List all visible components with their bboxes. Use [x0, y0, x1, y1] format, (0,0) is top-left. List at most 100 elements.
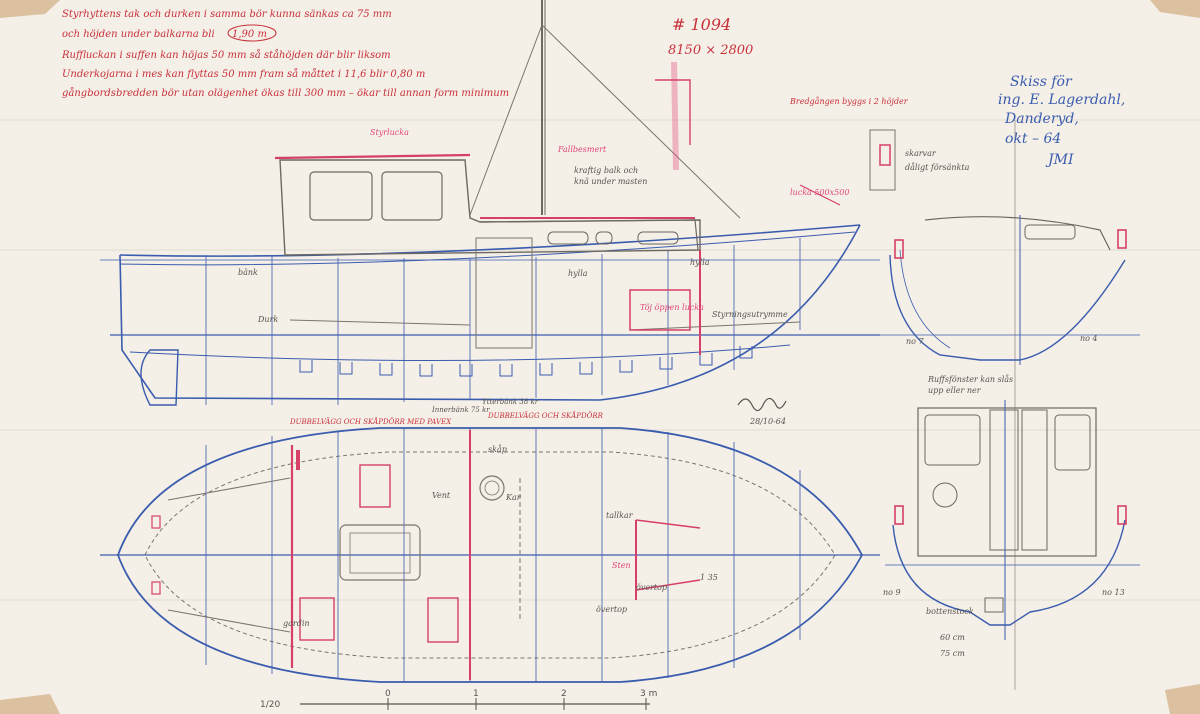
label-toj: Töj öppen lucka [640, 303, 704, 312]
label-bredgangen: Bredgången byggs i 2 höjder [789, 97, 909, 106]
label-section-9: no 9 [883, 588, 901, 597]
label-vent: Vent [432, 491, 451, 500]
paper-guides [0, 119, 1200, 601]
label-innerbank: Innerbänk 75 kr [431, 406, 490, 414]
label-dubbelvagg-1: DUBBELVÄGG OCH SKÅPDÖRR MED PAVEX [289, 417, 452, 426]
label-date: 28/10-64 [749, 417, 786, 426]
note-line-3: Ruffluckan i suffen kan höjas 50 mm så s… [61, 49, 391, 61]
label-skap: skåp [488, 445, 507, 454]
table [339, 524, 421, 581]
note-line-2: och höjden under balkarna bli [62, 29, 215, 40]
label-bottenstock: bottenstock [926, 607, 974, 616]
drawing-dimensions: 8150 × 2800 [668, 43, 753, 58]
tape-top-right [1150, 0, 1200, 18]
label-skarvar-2: dåligt försänkta [905, 163, 970, 172]
scale-ratio: 1/20 [260, 700, 280, 710]
label-durk: Durk [257, 315, 278, 324]
label-1-35: 1 35 [700, 573, 718, 582]
hatch-pink [629, 289, 691, 331]
profile-view [100, 0, 1016, 690]
section-cabin-top [924, 216, 1111, 251]
porthole-3 [637, 231, 679, 245]
plan-view [100, 427, 880, 683]
sheer-line [119, 224, 861, 257]
tape-top-left [0, 0, 60, 18]
scale-0: 0 [385, 689, 391, 699]
label-ruff-2: upp eller ner [928, 386, 982, 395]
tape-bottom-left [0, 694, 60, 714]
scale-3: 3 m [640, 689, 657, 699]
window-1 [309, 171, 373, 221]
cabin-door [475, 237, 533, 349]
header-notes: Styrhyttens tak och durken i samma bör k… [61, 9, 509, 99]
label-section-4: no 4 [1080, 334, 1098, 343]
drawing-labels: Bredgången byggs i 2 höjder skarvar dåli… [238, 97, 1125, 658]
note-line-4: Underkojarna i mes kan flyttas 50 mm fra… [62, 68, 425, 80]
label-section-7: no 7 [906, 337, 925, 346]
label-bank: bänk [238, 268, 258, 277]
label-overtop-2: övertop [636, 583, 667, 592]
section-hull-b [892, 519, 1126, 626]
label-dubbelvagg-2: DUBBELVÄGG OCH SKÅPDÖRR [487, 411, 604, 420]
floor-frames [299, 346, 753, 377]
label-hylla-2: hylla [690, 258, 710, 267]
label-gardin: gardin [283, 619, 310, 628]
signature [737, 397, 787, 412]
porthole-1 [547, 231, 589, 245]
label-tallkar: tallkar [606, 511, 634, 520]
label-ytterbank: Ytterbänk 38 kr [482, 398, 539, 406]
label-styrningsutrymme: Styrningsutrymme [712, 310, 788, 319]
locker-3 [427, 597, 459, 643]
scale-2: 2 [561, 689, 567, 699]
bow-detail [869, 129, 896, 191]
section-bottom [885, 400, 1140, 640]
note-line-2-value: 1,90 m [232, 29, 267, 40]
section-top [880, 215, 1140, 365]
label-lucka: lucka 500x500 [790, 188, 849, 197]
section-wheelhouse [917, 407, 1097, 557]
drawing-number: # 1094 [672, 15, 731, 34]
inner-outline [144, 451, 836, 659]
bunk-line [289, 319, 471, 326]
keel-line [129, 344, 791, 362]
designer-line-3: Danderyd, [1004, 111, 1079, 127]
label-hylla-1: hylla [568, 269, 588, 278]
label-kraftig-balk: kraftig balk och [574, 166, 638, 175]
section-hull-a [889, 254, 1126, 361]
station-lines [205, 238, 801, 405]
label-sten: Sten [612, 561, 631, 570]
note-line-1: Styrhyttens tak och durken i samma bör k… [62, 9, 392, 20]
label-styrlucka: Styrlucka [370, 128, 409, 137]
scale-1: 1 [473, 689, 479, 699]
shroud-aft [469, 24, 543, 216]
designer-initials: JMI [1045, 152, 1074, 168]
roof-pink [274, 153, 471, 160]
label-knaa: knä under masten [574, 177, 647, 186]
designer-line-1: Skiss för [1010, 74, 1073, 90]
tape-bottom-right [1165, 684, 1200, 714]
label-60cm: 60 cm [940, 633, 965, 642]
label-section-13: no 13 [1102, 588, 1125, 597]
label-overtop-1: övertop [596, 605, 627, 614]
window-2 [381, 171, 443, 221]
label-kar: Kar [505, 493, 522, 502]
label-75cm: 75 cm [940, 649, 965, 658]
locker-1 [359, 464, 391, 508]
label-ruff-1: Ruffsfönster kan slås [927, 375, 1013, 384]
label-fallbesmert: Fallbesmert [557, 145, 607, 154]
plan-stations [205, 428, 801, 682]
rudder [140, 349, 179, 406]
porthole-2 [595, 231, 613, 245]
designer-note: Skiss för ing. E. Lagerdahl, Danderyd, o… [998, 74, 1125, 168]
designer-line-2: ing. E. Lagerdahl, [998, 92, 1125, 108]
scale-labels: 1/20 0 1 2 3 m [260, 689, 657, 710]
locker-2 [299, 597, 335, 641]
scale-bar [300, 698, 650, 710]
designer-line-4: okt – 64 [1005, 131, 1061, 147]
sink [479, 475, 505, 501]
forestay [541, 24, 741, 219]
note-line-5: gångbordsbredden bör utan olägenhet ökas… [62, 87, 509, 99]
label-skarvar: skarvar [905, 149, 937, 158]
